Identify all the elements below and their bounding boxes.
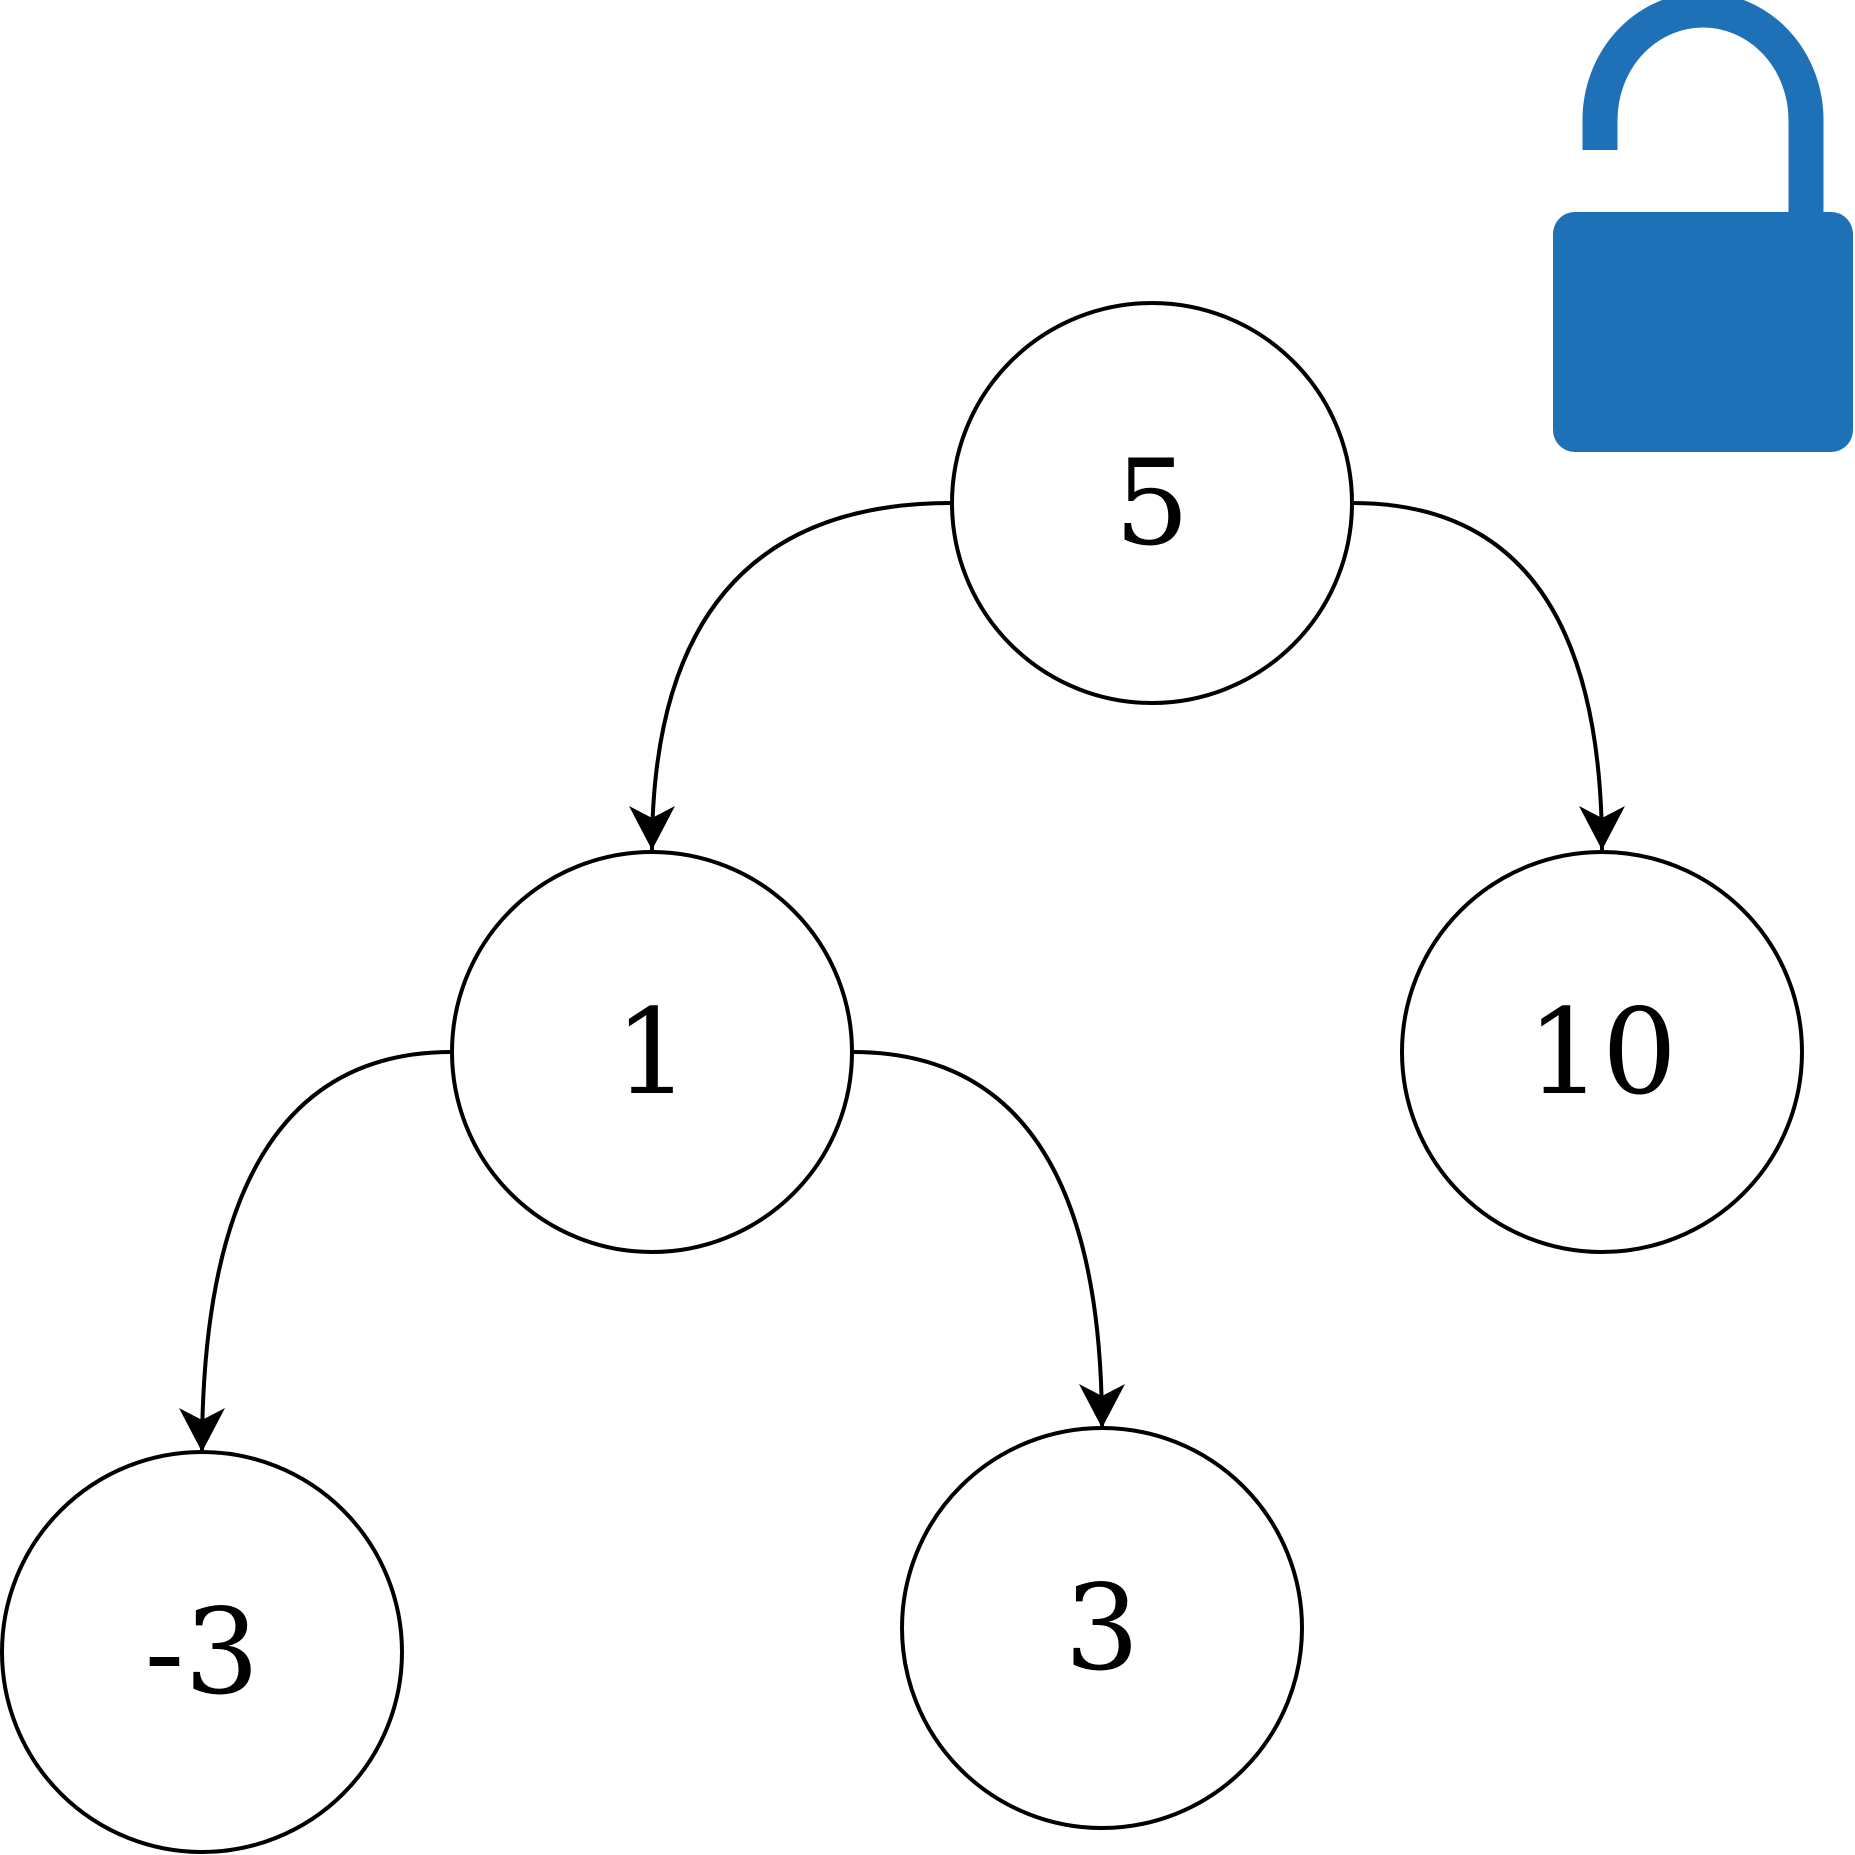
node-label: 3 [1064, 1559, 1139, 1697]
edge-1-to-minus-3 [179, 1050, 452, 1453]
unlocked-padlock-icon [1553, 0, 1853, 452]
edge-5-to-1 [629, 501, 952, 851]
node-label: 10 [1527, 983, 1677, 1121]
tree-node: 10 [1400, 850, 1804, 1254]
tree-node: 3 [900, 1426, 1304, 1830]
node-label: 5 [1114, 434, 1189, 572]
tree-node: 5 [950, 301, 1354, 705]
node-label: 1 [614, 983, 689, 1121]
tree-node: -3 [0, 1450, 404, 1854]
edge-5-to-10 [1352, 501, 1625, 851]
node-label: -3 [145, 1583, 260, 1721]
edge-1-to-3 [852, 1050, 1125, 1429]
tree-node: 1 [450, 850, 854, 1254]
